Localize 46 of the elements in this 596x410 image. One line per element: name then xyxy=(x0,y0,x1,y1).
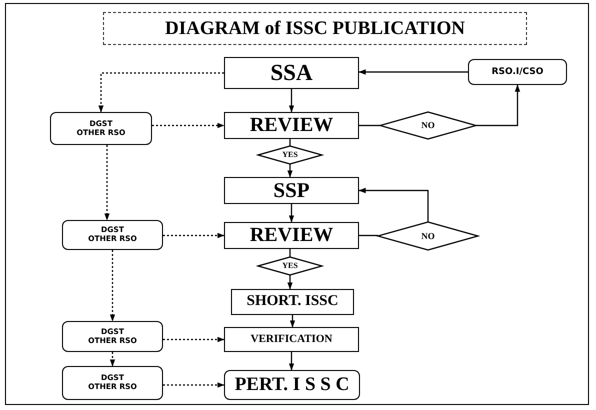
box-label: NO xyxy=(421,120,435,131)
rounded-box xyxy=(50,112,152,145)
arrow xyxy=(287,164,293,178)
arrow xyxy=(288,204,294,222)
box-label: PERT. I S S C xyxy=(234,374,350,396)
arrow xyxy=(288,352,294,370)
decision-diamond xyxy=(258,257,322,275)
arrow xyxy=(358,69,468,75)
arrow xyxy=(163,336,224,342)
arrow xyxy=(163,232,224,238)
box-label: YES xyxy=(282,150,298,160)
process-box xyxy=(224,112,359,139)
arrow xyxy=(290,315,296,328)
rounded-box xyxy=(62,366,163,400)
arrow xyxy=(358,188,429,222)
arrow xyxy=(163,382,224,388)
rounded-box xyxy=(62,321,163,352)
arrow xyxy=(98,72,224,112)
arrow xyxy=(288,89,294,112)
rounded-box xyxy=(224,370,360,400)
process-box xyxy=(224,177,359,204)
rounded-box xyxy=(468,59,567,85)
arrow xyxy=(104,145,110,220)
box-label: SHORT. ISSC xyxy=(246,293,338,311)
arrow xyxy=(110,250,116,322)
process-box xyxy=(231,289,354,315)
arrow xyxy=(287,275,293,290)
decision-diamond xyxy=(380,112,476,139)
box-label: REVIEW xyxy=(250,114,334,137)
box-label: RSO.I/CSO xyxy=(492,66,544,78)
arrow xyxy=(110,352,116,366)
box-label: SSP xyxy=(273,178,310,203)
title: DIAGRAM of ISSC PUBLICATION xyxy=(165,18,465,40)
box-label: YES xyxy=(282,261,298,271)
decision-diamond xyxy=(258,146,322,164)
rounded-box xyxy=(62,220,163,250)
process-box xyxy=(224,327,359,352)
box-label: REVIEW xyxy=(250,224,334,247)
process-box xyxy=(224,222,359,249)
box-label: SSA xyxy=(270,60,313,86)
box-label: VERIFICATION xyxy=(250,333,332,346)
arrow xyxy=(152,122,224,128)
process-box xyxy=(224,57,359,89)
box-label: NO xyxy=(421,230,435,242)
arrow xyxy=(476,84,520,126)
decision-diamond xyxy=(378,222,478,250)
